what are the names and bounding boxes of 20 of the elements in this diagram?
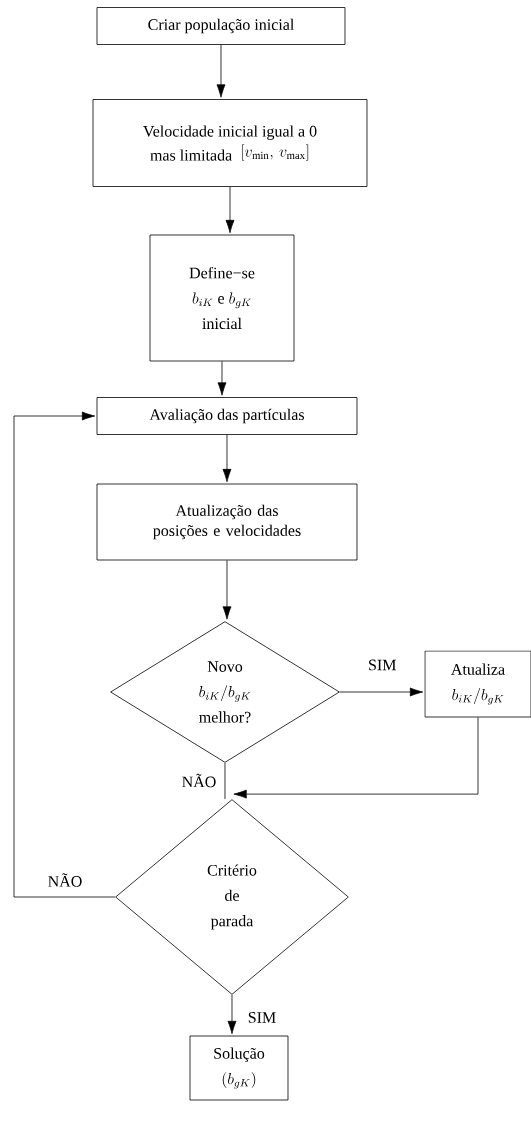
arrow [227, 994, 237, 1035]
process-box: Solução $(b_{gK})$ [189, 1035, 289, 1101]
process-box: Atualiza $b_{iK}/b_{gK}$ [424, 650, 531, 718]
arrow [339, 687, 424, 697]
edge-label: SIM [246, 1010, 278, 1025]
process-box: Criar população inicial [96, 7, 346, 45]
arrow [225, 186, 235, 234]
edge-label: NÃO [46, 871, 84, 889]
arrow [13, 411, 116, 898]
process-box: Atualização das posições e velocidades [96, 483, 358, 561]
arrow [216, 44, 226, 98]
arrow [222, 560, 232, 620]
arrow [233, 717, 479, 799]
edge-label: NÃO [180, 772, 218, 789]
process-box: Define−se $b_{iK}\ \mathrm{e}\ b_{gK}$ inicial [149, 234, 295, 362]
arrow [222, 434, 232, 483]
process-box: Avaliação das partículas [96, 397, 358, 435]
arrow [217, 361, 227, 396]
edge-label: SIM [366, 658, 398, 672]
process-box: Velocidade inicial igual a 0 mas limitada $[v_{\min},\, v_{\max}]$ [92, 99, 368, 187]
